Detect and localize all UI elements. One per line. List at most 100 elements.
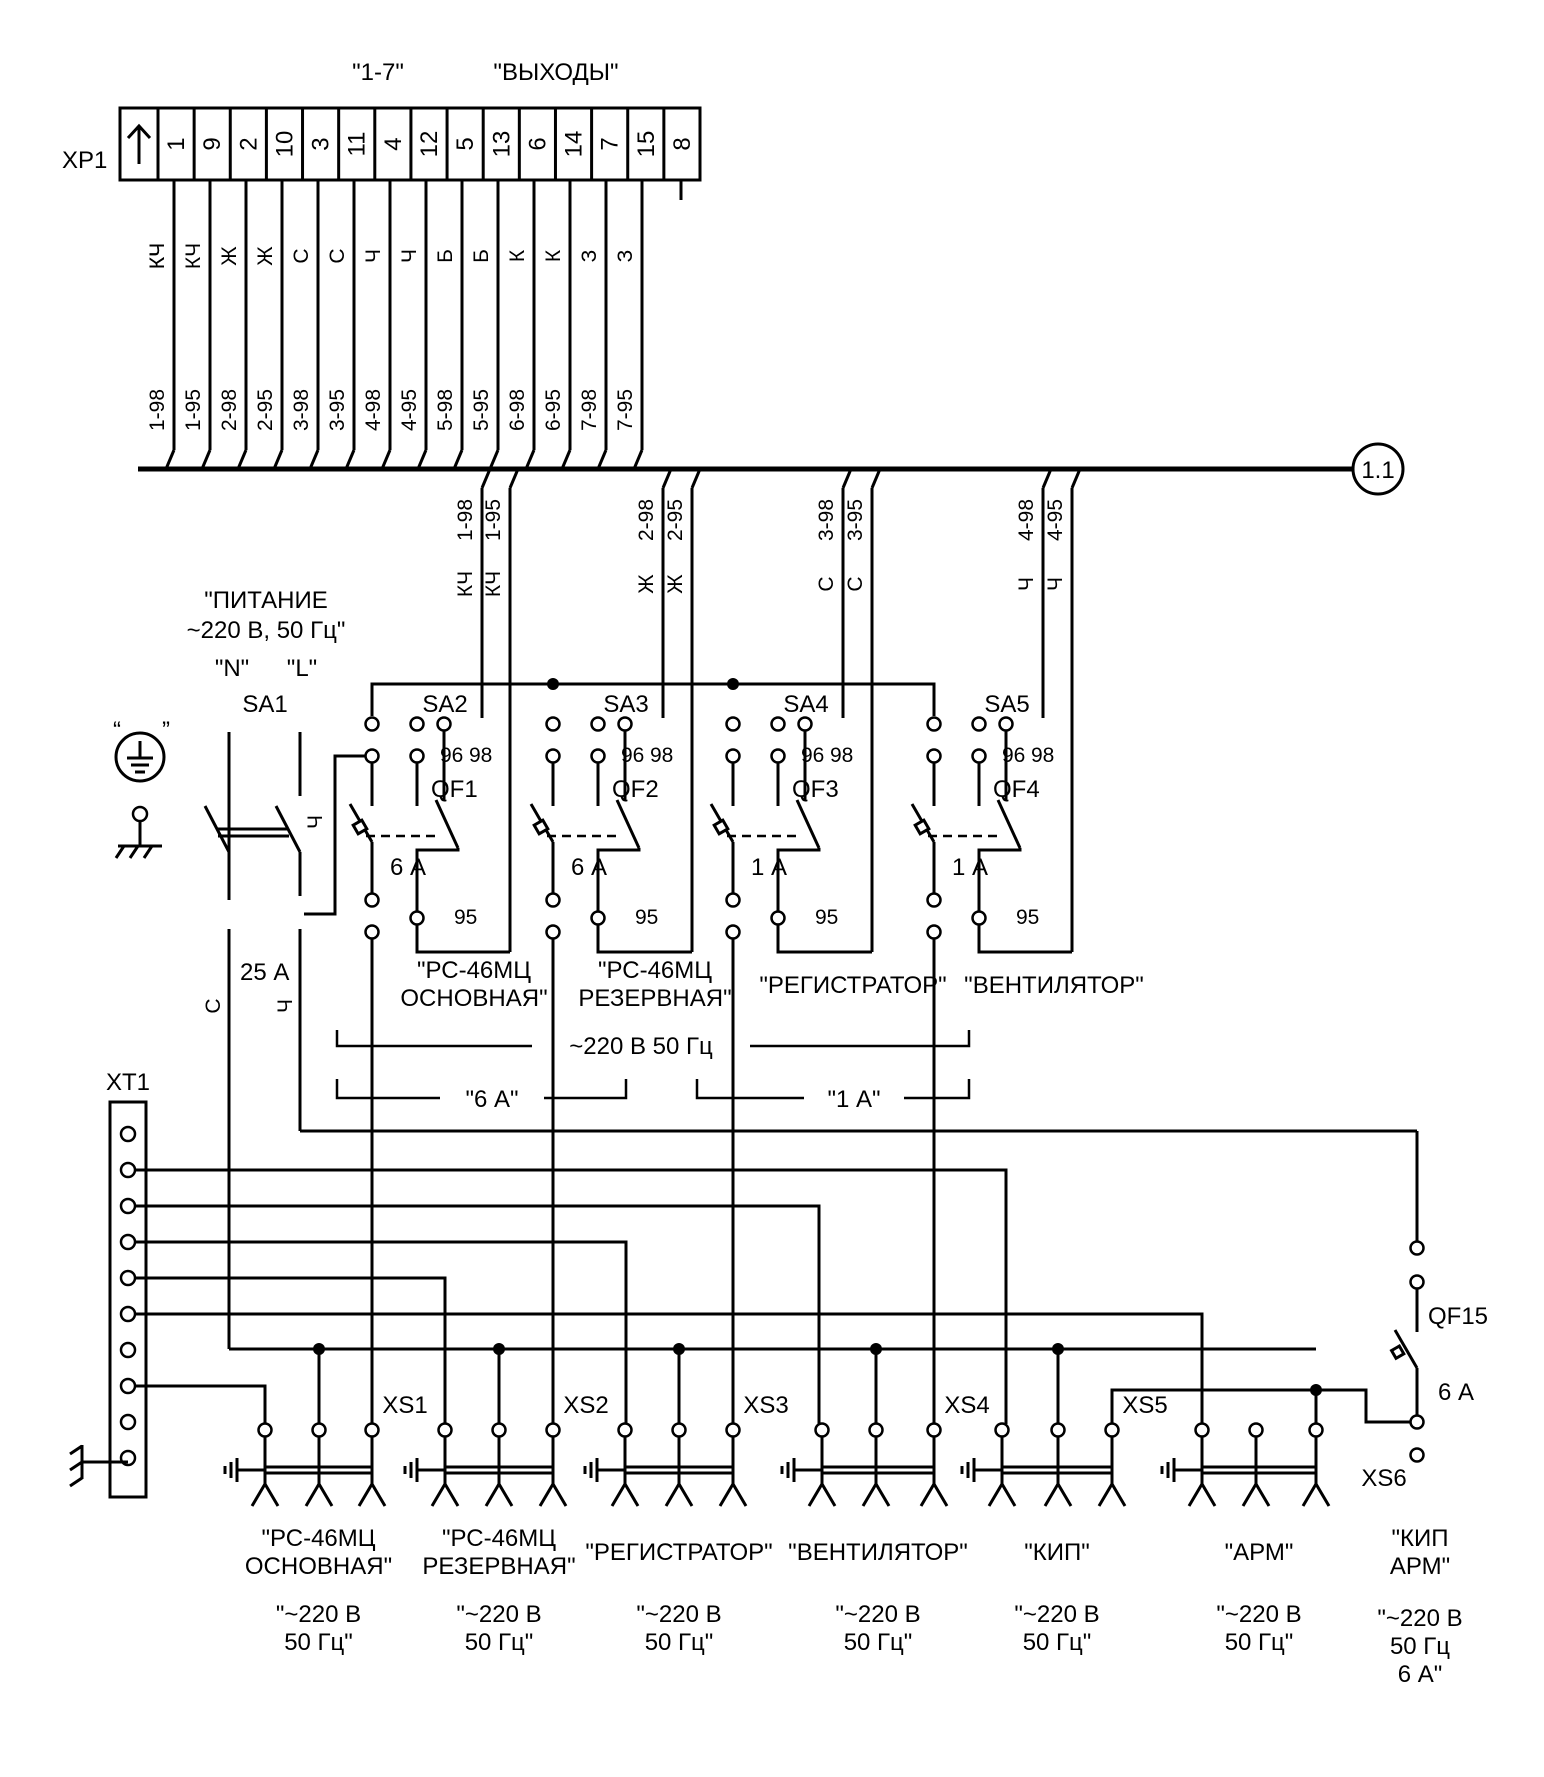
junction-dot: [727, 678, 739, 690]
terminal: [617, 716, 633, 732]
xt1-wire-reg-n: [135, 1240, 628, 1424]
rating-label: 6 А: [571, 854, 607, 881]
wire-number-label: 6-98: [506, 389, 529, 431]
socket-voltage: "~220 В: [456, 1601, 541, 1628]
pin-number: 12: [416, 131, 443, 158]
pin-number: 8: [669, 137, 696, 150]
socket-label: XS4: [944, 1392, 989, 1419]
switch-label: SA2: [422, 691, 467, 718]
xp1-label: XP1: [62, 147, 107, 174]
socket-label: XS5: [1122, 1392, 1167, 1419]
socket-pin: [257, 1422, 273, 1438]
thermal-release: [712, 818, 730, 836]
xt1-terminal: [119, 1161, 137, 1179]
load-name: "ВЕНТИЛЯТОР": [964, 972, 1144, 999]
power-n-label: "N": [215, 655, 249, 682]
socket-pin: [437, 1422, 453, 1438]
wire-color-label: К: [542, 249, 565, 262]
wire-number-label: 2-95: [254, 389, 277, 431]
socket-pin: [671, 1422, 687, 1438]
sa1-l-wire-color: Ч: [274, 999, 297, 1013]
terminal: [725, 748, 741, 764]
drop-wire-color: С: [815, 576, 838, 591]
wire-color-label: З: [614, 250, 637, 263]
xp1-wire-bend: [380, 449, 392, 470]
socket-frequency: 50 Гц": [1225, 1629, 1294, 1656]
socket-contact: [1097, 1481, 1127, 1507]
breaker-label: QF2: [612, 776, 659, 803]
socket-contact: [718, 1481, 748, 1507]
xt1-wire-arm-n: [135, 1312, 1204, 1424]
aux-wire: [977, 848, 1022, 912]
pin-number: 15: [633, 131, 660, 158]
svg-text:~220 В 50 Гц: ~220 В 50 Гц: [569, 1033, 713, 1060]
terminal: [409, 748, 425, 764]
aux-return-wire: [415, 924, 510, 954]
contact-95-label: 95: [454, 906, 477, 929]
socket-pin: [868, 1422, 884, 1438]
xp1-wire-bend: [308, 449, 320, 470]
breaker-label: QF4: [993, 776, 1040, 803]
wire-color-label: Ж: [218, 246, 241, 266]
xt1-wire-osn-g: [135, 1384, 267, 1424]
svg-text:QF15: QF15: [1428, 1303, 1488, 1330]
terminal: [926, 748, 942, 764]
wire-number-label: 5-95: [470, 389, 493, 431]
socket-contact: [861, 1481, 891, 1507]
svg-text:АРМ": АРМ": [1390, 1553, 1450, 1580]
thermal-release: [351, 818, 369, 836]
bracket-1a: "1 А": [695, 1079, 971, 1113]
phase-kip: [1110, 1388, 1316, 1424]
xp1-title: "ВЫХОДЫ": [493, 59, 618, 86]
contact-96-label: 96: [621, 744, 644, 767]
socket-name: РЕЗЕРВНАЯ": [422, 1553, 575, 1580]
terminal: [545, 748, 561, 764]
wire-color-label: С: [290, 248, 313, 263]
sa1-top-wire-color: Ч: [304, 815, 327, 829]
aux-wire: [596, 848, 641, 912]
socket-contact: [1241, 1481, 1271, 1507]
xt1-wire-vent-n: [135, 1204, 821, 1424]
pin-number: 13: [488, 131, 515, 158]
terminal: [545, 924, 561, 940]
xt1-terminals: [119, 1125, 137, 1467]
drop-wire-color: КЧ: [482, 571, 505, 597]
sa1-label: SA1: [242, 691, 287, 718]
contact-95-label: 95: [815, 906, 838, 929]
socket-pin: [1248, 1422, 1264, 1438]
socket-pin: [1194, 1422, 1210, 1438]
xp1-wire-bend: [632, 449, 644, 470]
socket-contact: [987, 1481, 1017, 1507]
aux-return-wire: [776, 924, 872, 954]
svg-text:6 А": 6 А": [1398, 1661, 1443, 1688]
socket-frequency: 50 Гц": [844, 1629, 913, 1656]
xt1-terminal: [119, 1341, 137, 1359]
socket-voltage: "~220 В: [1216, 1601, 1301, 1628]
socket-pin: [364, 1422, 380, 1438]
svg-text:"1 А": "1 А": [827, 1086, 880, 1113]
main-switch-sa1: Ч 25 А С Ч: [202, 732, 1419, 1349]
socket-xs5: XS5"КИП""~220 В50 Гц": [960, 1392, 1168, 1656]
socket-contact: [610, 1481, 640, 1507]
terminal: [971, 748, 987, 764]
wire-color-label: З: [578, 250, 601, 263]
load-name: "РС-46МЦ: [598, 957, 712, 984]
breaker-label: QF1: [431, 776, 478, 803]
bracket-6a: "6 А": [335, 1079, 628, 1113]
socket-name: "РЕГИСТРАТОР": [585, 1539, 772, 1566]
socket-contact: [430, 1481, 460, 1507]
terminal: [770, 748, 786, 764]
wire-color-label: КЧ: [146, 243, 169, 269]
contact-96-label: 96: [440, 744, 463, 767]
pin-number: 10: [271, 131, 298, 158]
power-title: "ПИТАНИЕ: [204, 587, 327, 614]
socket-contact: [538, 1481, 568, 1507]
pin-number: 11: [344, 132, 371, 157]
xt1-terminal: [119, 1305, 137, 1323]
aux-blade: [434, 799, 460, 849]
